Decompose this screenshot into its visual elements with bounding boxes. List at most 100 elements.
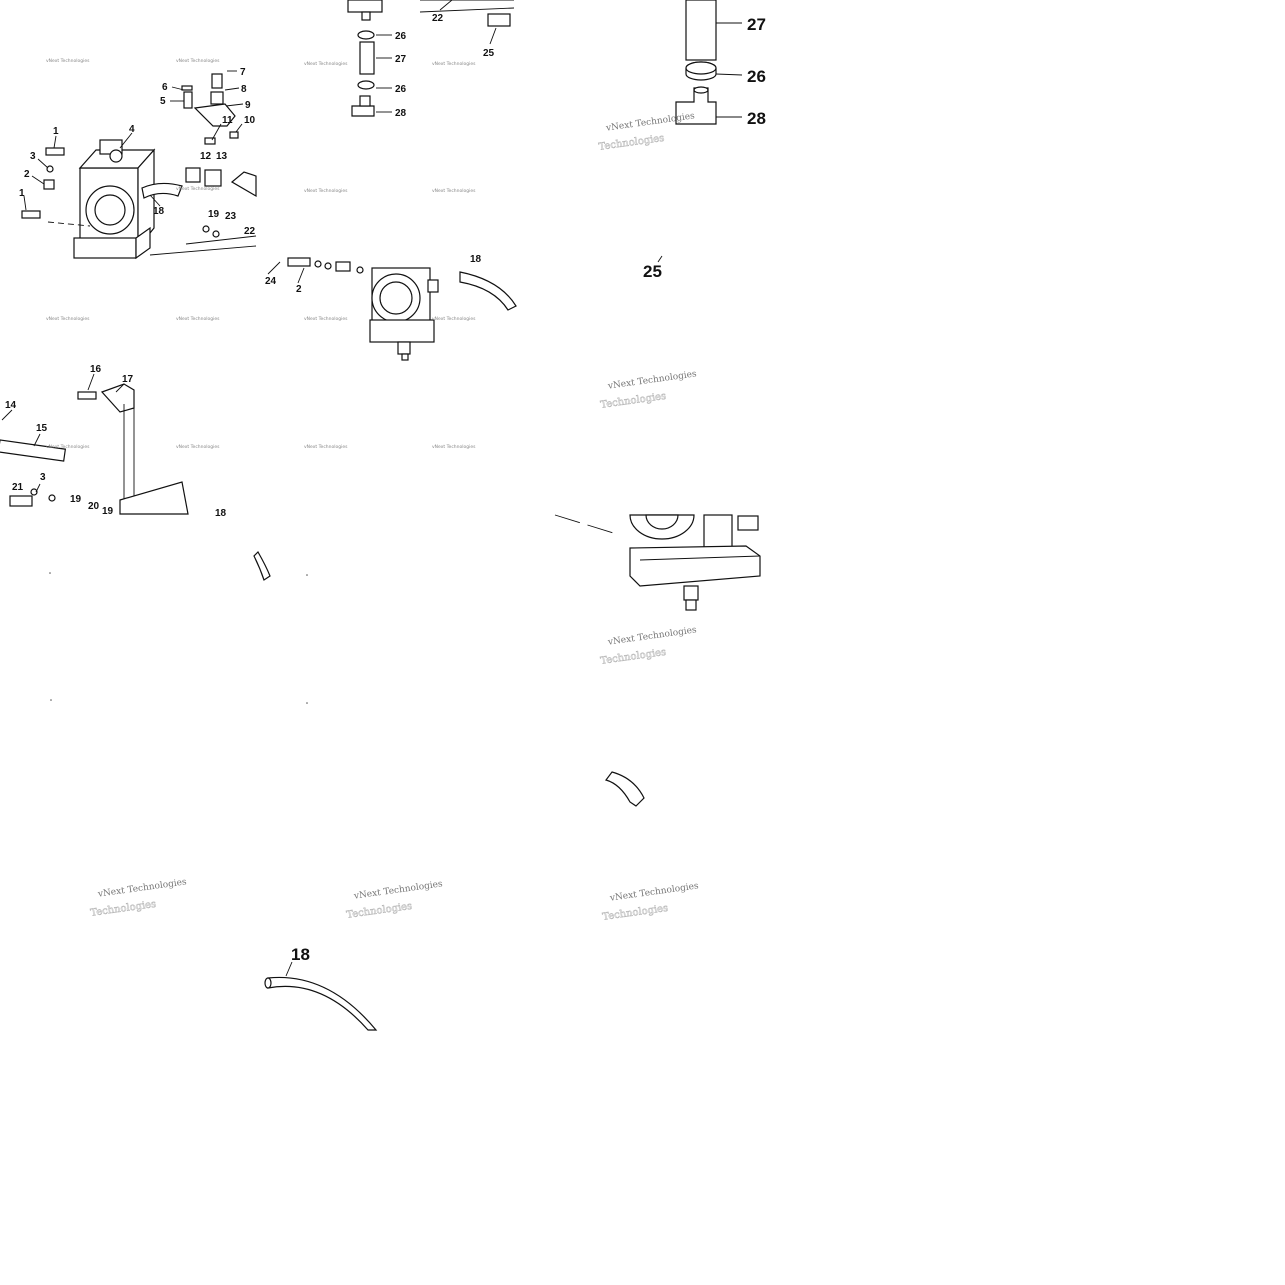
washer-23: [212, 230, 220, 238]
watermark: vNext Technologies: [176, 58, 220, 64]
hose-27-large: [685, 0, 717, 61]
label-12: 12: [200, 151, 212, 162]
tile-hose-detail: 27 26 28 25: [643, 0, 766, 281]
watermark: vNext Technologies: [176, 444, 220, 450]
watermark-ghost: Technologies: [600, 391, 667, 411]
tile-hose-stack: 26 27 26 28 22 25: [347, 0, 515, 119]
bracket-17: [100, 383, 135, 413]
label-28-b: 28: [747, 109, 766, 128]
label-1-a: 1: [53, 126, 59, 137]
washer-19: [202, 225, 210, 233]
label-3-a: 3: [30, 151, 36, 162]
spring-8: [210, 91, 224, 105]
label-26-b: 26: [395, 84, 407, 95]
label-8: 8: [241, 84, 247, 95]
tee-28-small: [351, 105, 375, 117]
label-21: 21: [12, 482, 24, 493]
watermark: vNext Technologies: [304, 188, 348, 194]
hose-18-large: [267, 976, 378, 1031]
spring-5: [183, 91, 193, 109]
label-4: 4: [129, 124, 135, 135]
watermark: vNext Technologies: [304, 444, 348, 450]
label-16: 16: [90, 364, 102, 375]
watermark: vNext Technologies: [46, 316, 90, 322]
label-18-c: 18: [215, 508, 227, 519]
watermark: vNext Technologies: [432, 61, 476, 67]
watermark: vNext Technologies: [176, 186, 220, 192]
watermark: vNext Technologies: [432, 444, 476, 450]
screw-1-lower: [21, 210, 41, 219]
tile-hose-18: 18: [264, 945, 378, 1031]
hose-18-arc: [459, 271, 517, 311]
tile-carburetor-side: 24 2 18: [265, 254, 517, 361]
carburetor-body: [73, 139, 156, 260]
label-9: 9: [245, 100, 251, 111]
label-1-b: 1: [19, 188, 25, 199]
clip-2: [43, 179, 55, 190]
watermarks-small: vNext Technologies vNext Technologies vN…: [46, 58, 476, 450]
label-18-a: 18: [153, 206, 165, 217]
hose-fragment-a: [253, 551, 271, 581]
label-19-c: 19: [102, 506, 114, 517]
bracket-9: [193, 103, 236, 127]
label-24: 24: [265, 276, 277, 287]
watermark-ghost: Technologies: [90, 899, 157, 919]
hose-27-small: [359, 41, 375, 75]
watermark: vNext Technologies: [352, 879, 443, 902]
tube-15: [0, 439, 67, 462]
tile-carburetor-overview: 1 4 3 2 1 6 5 7 8 9 10 11 12 13 18 19 23…: [19, 67, 257, 260]
label-26-c: 26: [747, 67, 766, 86]
label-23: 23: [225, 211, 237, 222]
screw-10: [229, 131, 239, 139]
clamp-26-upper: [357, 30, 375, 40]
tile-carburetor-base: [554, 514, 761, 611]
label-5: 5: [160, 96, 166, 107]
watermark: vNext Technologies: [96, 877, 187, 900]
label-2-b: 2: [296, 284, 302, 295]
label-19-b: 19: [70, 494, 82, 505]
watermark: vNext Technologies: [605, 111, 696, 134]
label-6: 6: [162, 82, 168, 93]
label-14: 14: [5, 400, 17, 411]
watermark: vNext Technologies: [608, 881, 699, 904]
label-27-a: 27: [395, 54, 407, 65]
label-22-b: 22: [432, 13, 444, 24]
watermark: vNext Technologies: [432, 188, 476, 194]
label-2-a: 2: [24, 169, 30, 180]
label-3-b: 3: [40, 472, 46, 483]
tee-top: [487, 13, 511, 27]
watermark-ghost: Technologies: [600, 647, 667, 667]
watermark: vNext Technologies: [46, 444, 90, 450]
screw-1-upper: [45, 147, 65, 156]
label-27-b: 27: [747, 15, 766, 34]
clamp-26-lower: [357, 80, 375, 90]
watermark-ghost: Technologies: [602, 903, 669, 923]
cap-7: [211, 73, 223, 89]
screw-6: [181, 85, 193, 91]
upper-block: [347, 0, 383, 13]
label-28-a: 28: [395, 108, 407, 119]
label-13: 13: [216, 151, 228, 162]
label-18-d: 18: [291, 945, 310, 964]
label-19-a: 19: [208, 209, 220, 220]
watermark: vNext Technologies: [46, 58, 90, 64]
screw-3: [46, 165, 54, 173]
watermark: vNext Technologies: [432, 316, 476, 322]
watermark: vNext Technologies: [606, 625, 697, 648]
hose-fragment-b: [604, 771, 645, 807]
tee-28-large: [675, 87, 717, 125]
watermark: vNext Technologies: [176, 316, 220, 322]
screw-11: [204, 137, 216, 145]
label-25-b: 25: [643, 262, 662, 281]
label-25-a: 25: [483, 48, 495, 59]
spring-12: [185, 167, 201, 183]
sleeve-13: [204, 169, 222, 187]
spring-24: [287, 257, 311, 267]
watermarks-large: Technologies vNext Technologies Technolo…: [90, 111, 700, 923]
clip-21: [9, 495, 33, 507]
label-18-b: 18: [470, 254, 482, 265]
label-7: 7: [240, 67, 246, 78]
watermark-ghost: Technologies: [598, 133, 665, 153]
